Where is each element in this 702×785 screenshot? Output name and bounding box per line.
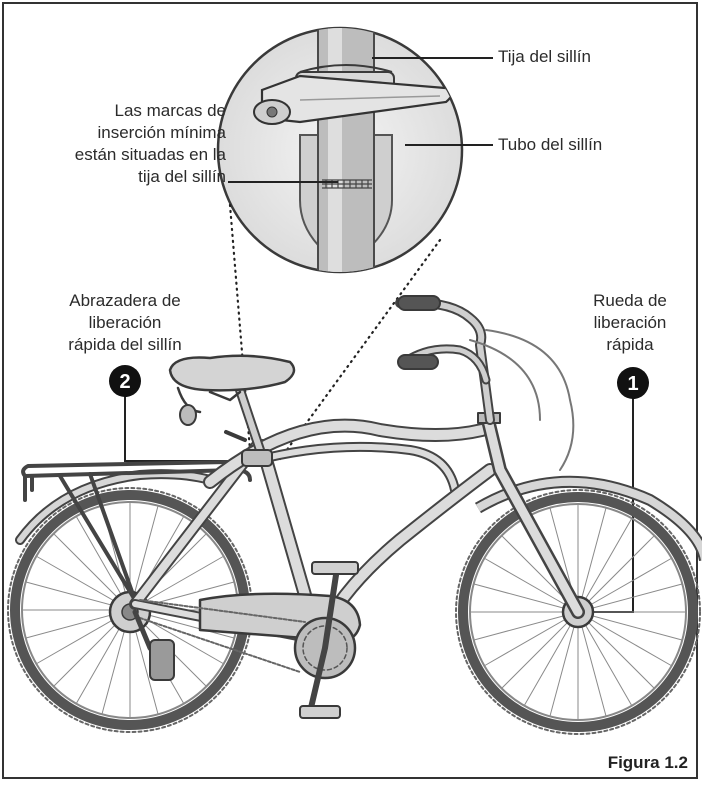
callout-badge-2: 2 <box>109 365 141 397</box>
insertion-marks <box>322 179 372 189</box>
quick-release-line-2: liberación <box>593 313 667 332</box>
zoom-circle <box>216 26 464 274</box>
callout-badge-1: 1 <box>617 367 649 399</box>
label-insertion-marks: Las marcas de inserción mínima están sit… <box>24 100 226 188</box>
seat-clamp-line-2: liberación <box>88 313 162 332</box>
figure-caption: Figura 1.2 <box>607 753 688 772</box>
seat-clamp-line-1: Abrazadera de <box>69 291 181 310</box>
callout-number-2: 2 <box>119 371 130 393</box>
insertion-marks-line-4: tija del sillín <box>138 167 226 186</box>
quick-release-line-1: Rueda de <box>593 291 667 310</box>
insertion-marks-line-1: Las marcas de <box>114 101 227 120</box>
label-quick-release-wheel: Rueda de liberación rápida <box>560 290 700 356</box>
front-wheel <box>455 489 701 735</box>
insertion-marks-line-2: inserción mínima <box>97 123 227 142</box>
label-seatpost: Tija del sillín <box>498 47 591 66</box>
label-seat-tube: Tubo del sillín <box>498 135 603 154</box>
seat-clamp-line-3: rápida del sillín <box>68 335 182 354</box>
bicycle <box>7 295 702 735</box>
quick-release-line-3: rápida <box>606 335 654 354</box>
label-seat-clamp: Abrazadera de liberación rápida del sill… <box>30 290 220 356</box>
callout-number-1: 1 <box>627 373 638 395</box>
insertion-marks-line-3: están situadas en la <box>74 145 226 164</box>
